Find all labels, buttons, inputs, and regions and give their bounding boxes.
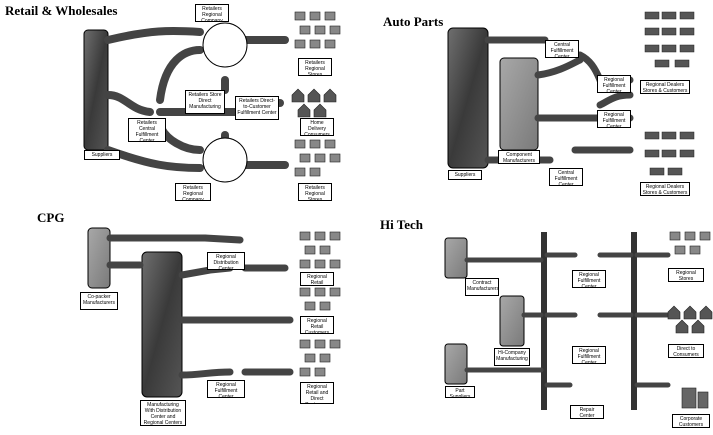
- retail-home-delivery-icon: [292, 89, 336, 117]
- auto-label-regional-dealers-top: Regional Dealers Stores & Customers: [640, 80, 690, 94]
- hitech-part-suppliers-box: [445, 344, 467, 384]
- hitech-label-part-suppliers: Part Suppliers: [445, 386, 475, 398]
- auto-label-regional-fc-top: Regional Fulfillment Center: [597, 75, 631, 93]
- hitech-diagram: [445, 232, 712, 410]
- auto-component-manufacturers-box: [500, 58, 538, 150]
- hitech-regional-stores-icon: [670, 232, 710, 254]
- cpg-label-retail-bottom: Regional Retail and Direct Customers: [300, 382, 334, 404]
- retail-stores-top-icon: [295, 12, 340, 48]
- hitech-label-contract-mfg: Contract Manufacturers: [465, 278, 499, 296]
- auto-label-central-fc-top: Central Fulfillment Center: [545, 40, 579, 58]
- auto-label-regional-fc-mid: Regional Fulfillment Center: [597, 110, 631, 128]
- hitech-label-repair-center: Repair Center: [570, 405, 604, 419]
- hitech-label-direct-consumers: Direct to Consumers: [668, 344, 704, 358]
- retail-label-stores-top: Retailers Regional Stores: [298, 58, 332, 76]
- hitech-oem-mfg-box: [500, 296, 524, 346]
- retail-label-store-manufacturing: Retailers Store Direct Manufacturing: [185, 90, 225, 114]
- retail-stores-bottom-icon: [295, 140, 340, 176]
- cpg-manufacturing-bar: [142, 252, 182, 397]
- cpg-retail-mid-icon: [300, 288, 340, 310]
- retail-label-regional-company-bottom: Retailers Regional Company: [175, 183, 211, 201]
- hitech-label-regional-fc-mid: Regional Fulfillment Center: [572, 346, 606, 364]
- auto-label-component-manufacturers: Component Manufacturers: [498, 150, 540, 164]
- cpg-label-retail-top: Regional Retail Customers: [300, 272, 334, 286]
- hitech-label-regional-fc-top: Regional Fulfillment Center: [572, 270, 606, 288]
- auto-label-central-fc-bottom: Central Fulfillment Center: [549, 168, 583, 186]
- cpg-label-retail-mid: Regional Retail Customers: [300, 316, 334, 334]
- auto-trucks-top-icon: [645, 12, 694, 67]
- hitech-corporate-customers-icon: [682, 388, 708, 408]
- hitech-label-oem-mfg: Hi-Company Manufacturing: [494, 348, 530, 366]
- hitech-contract-mfg-box: [445, 238, 467, 278]
- retail-suppliers-bar: [84, 30, 108, 150]
- retail-label-central-fc: Retailers Central Fulfillment Center: [128, 118, 166, 142]
- cpg-retail-bottom-icon: [300, 340, 340, 376]
- cpg-label-co-packer: Co-packer Manufacturers: [80, 292, 118, 310]
- hitech-direct-consumers-icon: [668, 306, 712, 333]
- auto-trucks-bottom-icon: [645, 132, 694, 175]
- auto-label-regional-dealers-bottom: Regional Dealers Stores & Customers: [640, 182, 690, 196]
- retail-label-home-delivery: Home Delivery Consumers: [300, 118, 334, 136]
- cpg-label-manufacturing: Manufacturing With Distribution Center a…: [140, 400, 186, 426]
- auto-suppliers-bar: [448, 28, 488, 168]
- cpg-label-regional-fc-bottom: Regional Fulfillment Center: [207, 380, 245, 398]
- retail-label-regional-company-top: Retailers Regional Company: [195, 4, 229, 22]
- retail-label-stores-bottom: Retailers Regional Stores: [298, 183, 332, 201]
- cpg-retail-top-icon: [300, 232, 340, 268]
- retail-label-direct-to-customer: Retailers Direct-to-Customer Fulfillment…: [235, 96, 279, 120]
- hitech-label-corporate-customers: Corporate Customers: [672, 414, 710, 428]
- auto-label-suppliers: Suppliers: [448, 170, 482, 180]
- cpg-label-regional-dc-top: Regional Distribution Center: [207, 252, 245, 270]
- retail-label-suppliers: Suppliers: [84, 150, 120, 160]
- hitech-label-regional-stores: Regional Stores: [668, 268, 704, 282]
